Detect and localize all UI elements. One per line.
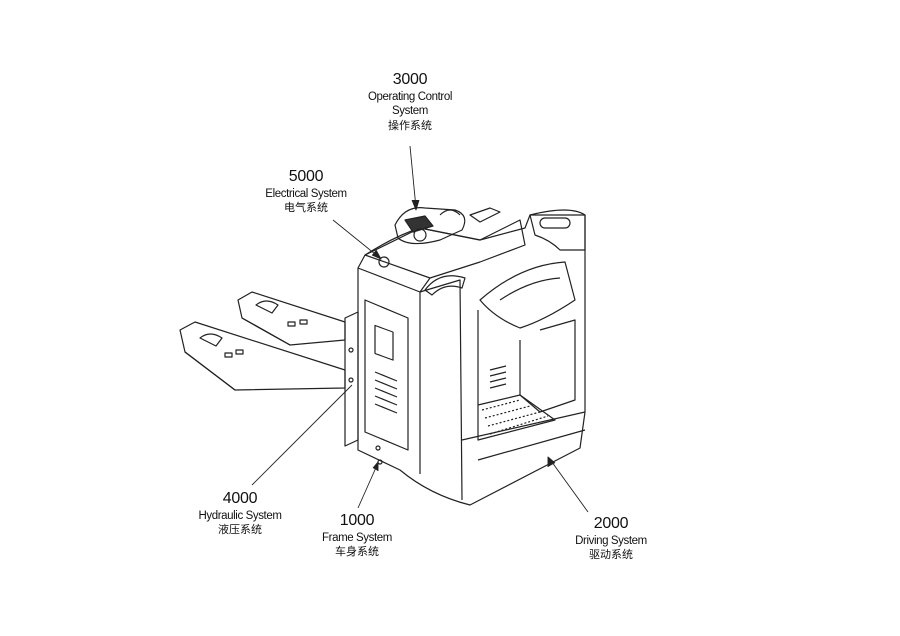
leader-2000 [548,457,589,513]
callout-english: Driving System [575,535,647,547]
callout-code: 1000 [339,512,375,529]
callout-english: Hydraulic System [198,510,282,522]
callout-chinese: 液压系统 [217,523,262,537]
callout-frame-system: 1000 Frame System 车身系统 [322,511,392,559]
callout-code: 5000 [288,168,324,185]
callout-english: Electrical System [265,188,347,200]
callout-chinese: 车身系统 [335,545,379,559]
callout-chinese: 驱动系统 [588,548,633,562]
callout-code: 4000 [222,490,258,507]
leader-lines [251,145,589,513]
callout-english: Frame System [322,532,392,544]
forks [179,291,346,391]
callout-hydraulic-system: 4000 Hydraulic System 液压系统 [198,489,281,537]
callout-driving-system: 2000 Driving System 驱动系统 [575,514,647,562]
callout-code: 3000 [392,71,428,88]
callout-chinese: 电气系统 [283,201,328,215]
callout-electrical-system: 5000 Electrical System 电气系统 [265,167,347,215]
leader-5000 [332,219,381,259]
truck-body [357,207,586,506]
callout-code: 2000 [593,515,629,532]
leader-1000 [357,462,379,509]
callout-english-line1: Operating Control [368,91,452,103]
leader-3000 [409,145,417,209]
callout-operating-control-system: 3000 Operating Control System 操作系统 [368,70,452,133]
callout-english-line2: System [392,105,428,118]
callout-chinese: 操作系统 [387,118,432,132]
leader-4000 [251,384,353,486]
hydraulic-backrest [344,311,359,447]
